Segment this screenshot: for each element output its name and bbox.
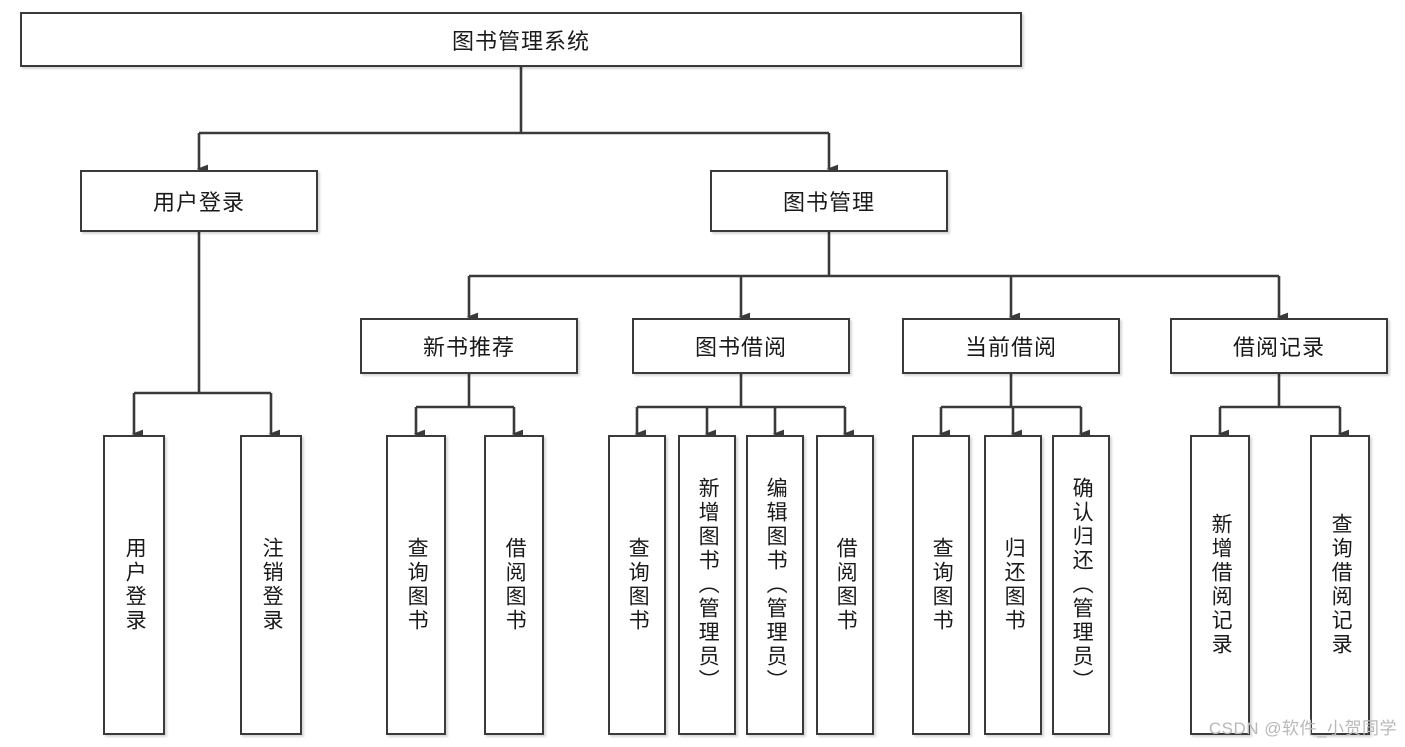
node-label: 查询图书 <box>930 537 954 633</box>
node-leaf-confirm-return[interactable]: 确认归还（管理员） <box>1052 435 1110 735</box>
node-book-management[interactable]: 图书管理 <box>710 170 948 232</box>
node-leaf-borrow-book-recommend[interactable]: 借阅图书 <box>484 435 544 735</box>
node-label: 借阅记录 <box>1232 335 1325 360</box>
node-label: 用户登录 <box>123 537 147 633</box>
node-current-borrow[interactable]: 当前借阅 <box>902 318 1120 374</box>
node-leaf-query-book-current[interactable]: 查询图书 <box>912 435 970 735</box>
node-leaf-add-borrow-record[interactable]: 新增借阅记录 <box>1190 435 1250 735</box>
node-root[interactable]: 图书管理系统 <box>20 12 1022 67</box>
node-label: 确认归还（管理员） <box>1070 477 1094 693</box>
node-leaf-query-borrow-record[interactable]: 查询借阅记录 <box>1310 435 1370 735</box>
node-label: 借阅图书 <box>834 537 858 633</box>
node-user-login[interactable]: 用户登录 <box>80 170 318 232</box>
node-leaf-borrow-book[interactable]: 借阅图书 <box>816 435 874 735</box>
node-label: 用户登录 <box>152 190 245 215</box>
node-leaf-logout[interactable]: 注销登录 <box>240 435 302 735</box>
node-label: 新增借阅记录 <box>1209 513 1233 657</box>
node-label: 归还图书 <box>1002 537 1026 633</box>
node-label: 新书推荐 <box>422 335 515 360</box>
node-label: 查询图书 <box>626 537 650 633</box>
node-label: 借阅图书 <box>503 537 527 633</box>
node-label: 编辑图书（管理员） <box>764 477 788 693</box>
node-leaf-user-login[interactable]: 用户登录 <box>103 435 165 735</box>
node-leaf-return-book[interactable]: 归还图书 <box>984 435 1042 735</box>
node-label: 查询图书 <box>405 537 429 633</box>
node-leaf-add-book[interactable]: 新增图书（管理员） <box>678 435 736 735</box>
node-new-book-recommend[interactable]: 新书推荐 <box>360 318 578 374</box>
node-label: 图书管理系统 <box>451 28 590 54</box>
node-book-borrow[interactable]: 图书借阅 <box>632 318 850 374</box>
watermark-text: CSDN @软件_小贺同学 <box>1208 719 1397 738</box>
node-borrow-record[interactable]: 借阅记录 <box>1170 318 1388 374</box>
node-leaf-edit-book[interactable]: 编辑图书（管理员） <box>746 435 804 735</box>
node-label: 注销登录 <box>260 537 284 633</box>
node-label: 图书管理 <box>782 190 875 215</box>
node-label: 查询借阅记录 <box>1329 513 1353 657</box>
node-label: 当前借阅 <box>964 335 1057 360</box>
node-leaf-query-book-borrow[interactable]: 查询图书 <box>608 435 666 735</box>
node-label: 新增图书（管理员） <box>696 477 720 693</box>
node-label: 图书借阅 <box>694 335 787 360</box>
node-leaf-query-book-recommend[interactable]: 查询图书 <box>386 435 446 735</box>
